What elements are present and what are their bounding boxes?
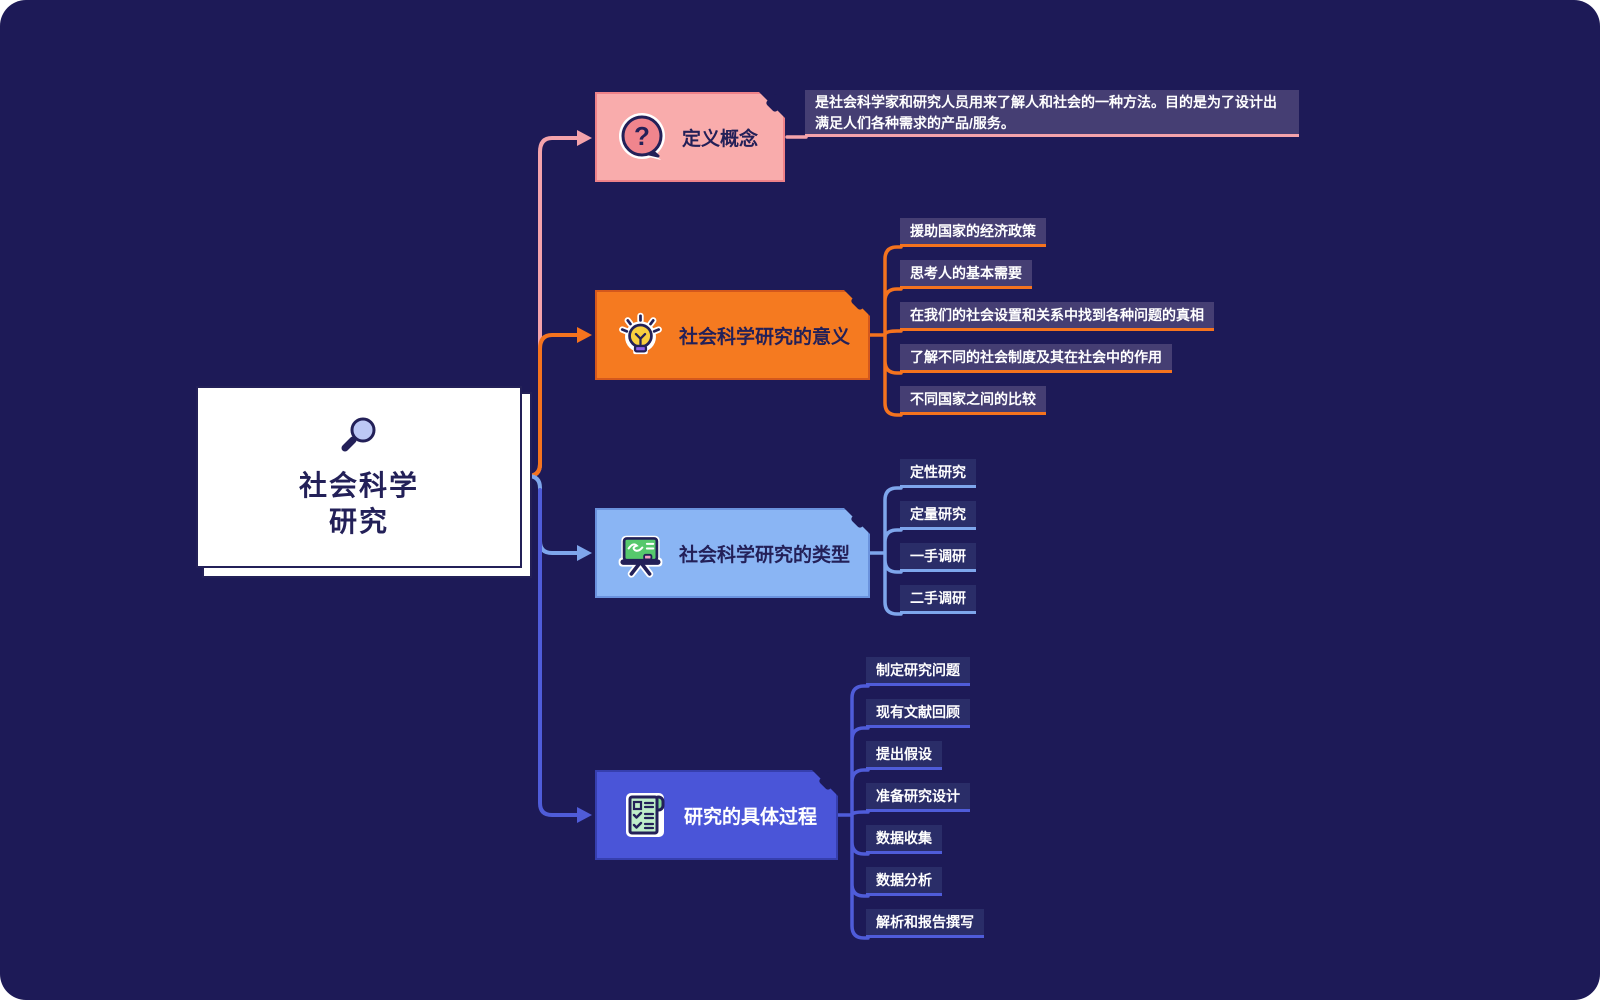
sub-item[interactable]: 制定研究问题 <box>866 657 970 686</box>
node-label: 研究的具体过程 <box>684 806 818 828</box>
connector-branch-significance <box>515 333 580 478</box>
node-label: 定义概念 <box>682 128 759 150</box>
sub-item[interactable]: 了解不同的社会制度及其在社会中的作用 <box>900 344 1172 373</box>
arrow-branch-process <box>577 807 592 823</box>
sub-item[interactable]: 数据分析 <box>866 867 942 896</box>
sub-item[interactable]: 思考人的基本需要 <box>900 260 1032 289</box>
sub-item[interactable]: 解析和报告撰写 <box>866 909 984 938</box>
sub-item[interactable]: 现有文献回顾 <box>866 699 970 728</box>
question-bubble-icon: ? <box>619 113 665 160</box>
sub-item[interactable]: 二手调研 <box>900 585 976 614</box>
node-label: 社会科学研究的类型 <box>678 544 850 566</box>
svg-text:?: ? <box>634 121 650 151</box>
sub-item[interactable]: 定性研究 <box>900 459 976 488</box>
connector-branch-definition <box>515 136 580 478</box>
node-label: 社会科学研究的意义 <box>678 326 850 348</box>
sub-item[interactable]: 援助国家的经济政策 <box>900 218 1046 247</box>
node-process[interactable]: 研究的具体过程 <box>595 770 838 860</box>
sub-item[interactable]: 数据收集 <box>866 825 942 854</box>
connector-branch-types <box>515 474 580 555</box>
arrow-branch-definition <box>577 130 592 146</box>
root-title: 社会科学 研究 <box>298 470 419 537</box>
connector-types-items <box>866 486 903 616</box>
connector-significance-items <box>866 245 903 417</box>
checklist-icon <box>626 793 665 837</box>
root-node[interactable]: 社会科学 研究 <box>196 386 522 568</box>
sub-item[interactable]: 一手调研 <box>900 543 976 572</box>
definition-note[interactable]: 是社会科学家和研究人员用来了解人和社会的一种方法。目的是为了设计出满足人们各种需… <box>805 90 1299 137</box>
sub-item[interactable]: 准备研究设计 <box>866 783 970 812</box>
connector-branch-process <box>538 488 580 817</box>
node-definition[interactable]: ? 定义概念 <box>595 92 785 182</box>
node-significance[interactable]: 社会科学研究的意义 <box>595 290 870 380</box>
sub-item[interactable]: 定量研究 <box>900 501 976 530</box>
arrow-branch-types <box>577 545 592 561</box>
node-types[interactable]: 社会科学研究的类型 <box>595 508 870 598</box>
blackboard-icon <box>618 535 663 578</box>
lightbulb-icon <box>619 312 662 355</box>
magnifier-icon <box>341 417 376 452</box>
sub-item[interactable]: 提出假设 <box>866 741 942 770</box>
sub-item[interactable]: 在我们的社会设置和关系中找到各种问题的真相 <box>900 302 1214 331</box>
sub-item[interactable]: 不同国家之间的比较 <box>900 386 1046 415</box>
connector-process-items <box>834 684 870 940</box>
arrow-branch-significance <box>577 327 592 343</box>
